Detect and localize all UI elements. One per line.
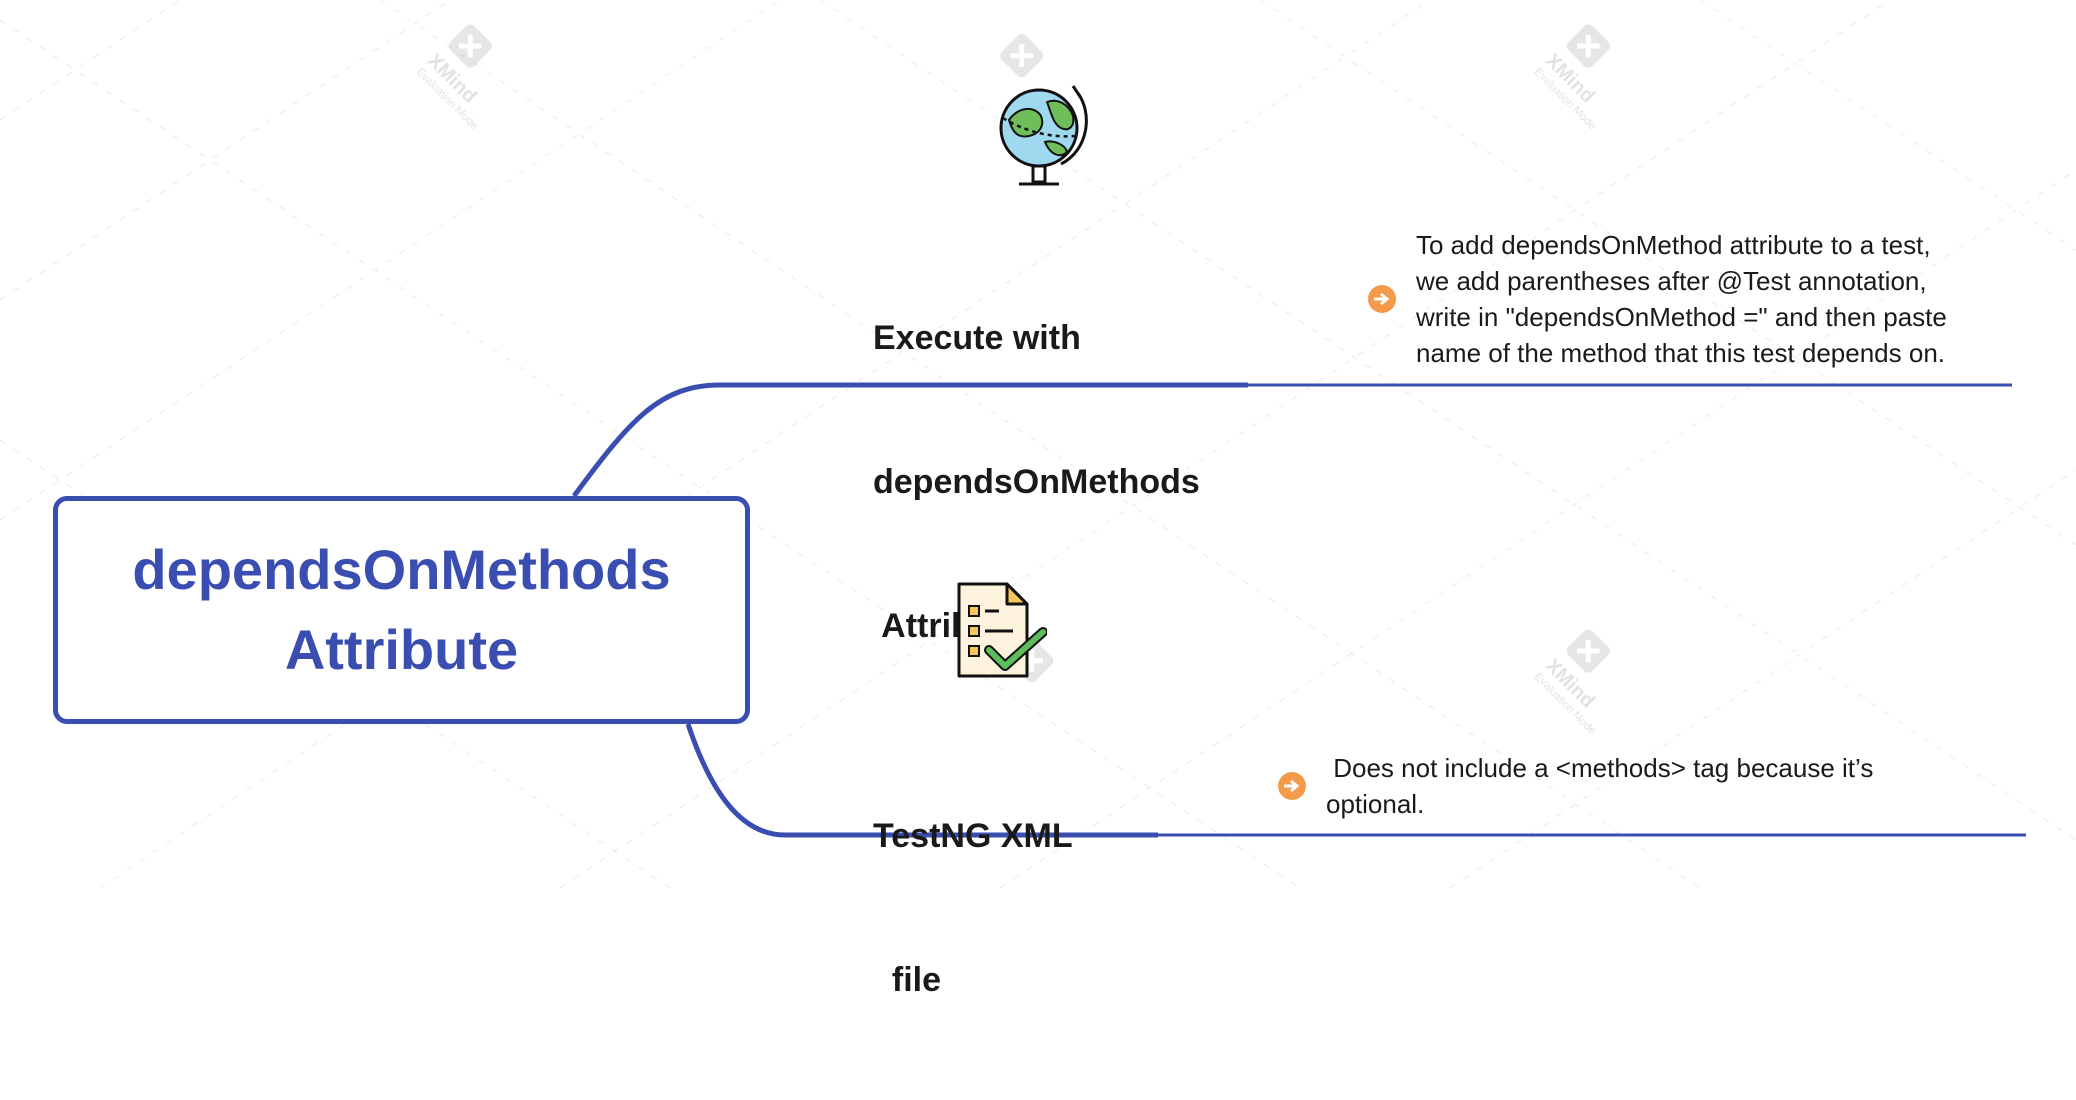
- central-topic-line-1: dependsOnMethods: [132, 538, 671, 601]
- branch-2-note-line-2: optional.: [1326, 789, 1425, 819]
- central-topic-line-2: Attribute: [284, 618, 519, 681]
- branch-2-note-line-1: Does not include a <methods> tag because…: [1326, 753, 1874, 783]
- branch-2-title-line-1: TestNG XML: [873, 817, 1073, 855]
- arrow-right-icon: [1284, 779, 1300, 793]
- branch-1-note-line-3: write in "dependsOnMethod =" and then pa…: [1416, 302, 1947, 332]
- branch-1-title-line-1: Execute with: [873, 319, 1081, 357]
- branch-2-title[interactable]: TestNG XML file: [873, 716, 1073, 1100]
- note-arrow-icon: [1278, 772, 1306, 800]
- mind-map-canvas: XMind Evaluation Mode XMind Evaluation M…: [0, 0, 2076, 999]
- branch-1-note: To add dependsOnMethod attribute to a te…: [1416, 227, 1947, 371]
- branch-2-note: Does not include a <methods> tag because…: [1326, 750, 1873, 822]
- arrow-right-icon: [1374, 292, 1390, 306]
- connector-to-branch-2: [685, 723, 1158, 838]
- branch-connectors: [571, 382, 2026, 838]
- branch-2-title-line-2: file: [873, 961, 942, 999]
- globe-icon: [999, 85, 1088, 186]
- branch-1-note-line-2: we add parentheses after @Test annotatio…: [1416, 266, 1927, 296]
- branch-1-note-line-1: To add dependsOnMethod attribute to a te…: [1416, 230, 1931, 260]
- note-arrow-icon: [1368, 285, 1396, 313]
- connector-to-branch-1: [571, 382, 1248, 498]
- checklist-document-icon: [957, 582, 1047, 678]
- branch-1-title-line-2: dependsOnMethods: [873, 463, 1200, 501]
- branch-1-note-line-4: name of the method that this test depend…: [1416, 338, 1946, 368]
- central-topic[interactable]: dependsOnMethods Attribute: [53, 496, 750, 724]
